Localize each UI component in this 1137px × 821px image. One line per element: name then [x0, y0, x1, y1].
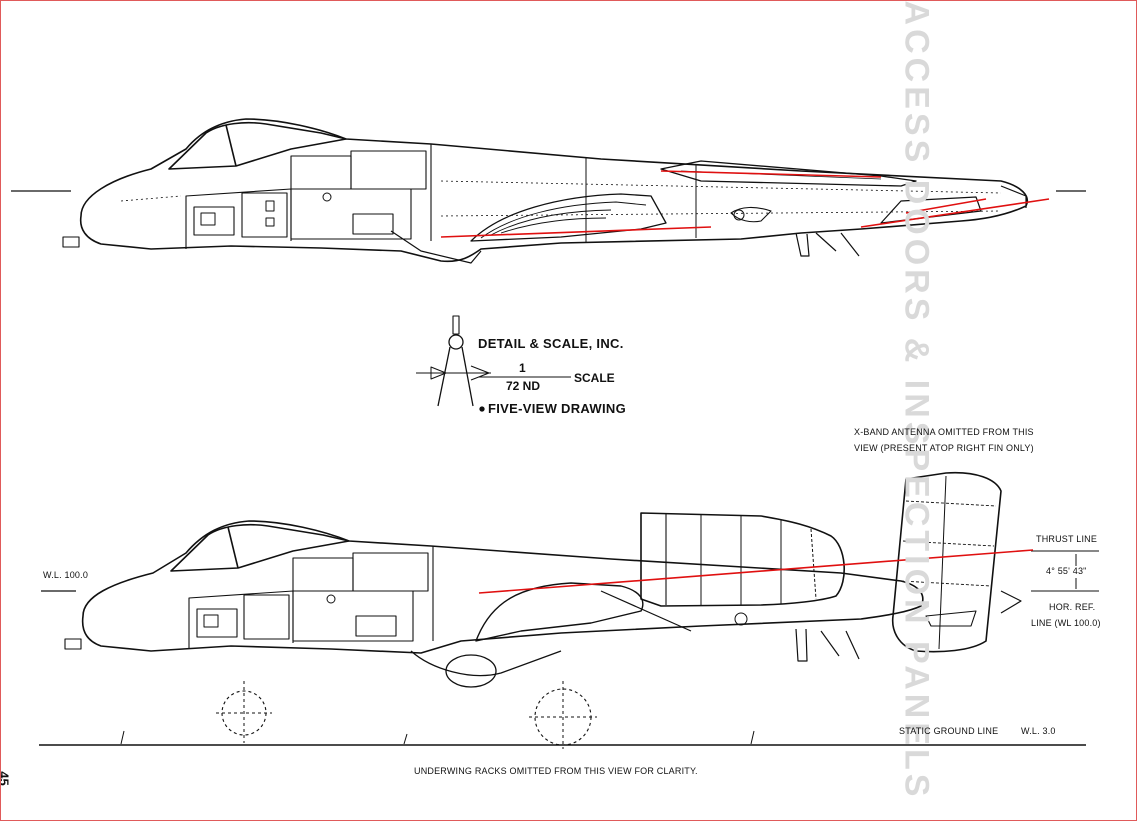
underwing-note: UNDERWING RACKS OMITTED FROM THIS VIEW F… — [414, 766, 698, 776]
bottom-profile-view — [39, 471, 1099, 749]
thrust-line-label: THRUST LINE — [1036, 534, 1098, 544]
drawing-type: FIVE-VIEW DRAWING — [488, 401, 626, 416]
scale-denominator: 72 ND — [506, 379, 541, 393]
static-ground-line-label: STATIC GROUND LINE — [899, 726, 999, 736]
wl-100-label: W.L. 100.0 — [43, 570, 89, 580]
hor-ref-label: HOR. REF. — [1049, 602, 1096, 612]
hor-ref-line-label: LINE (WL 100.0) — [1031, 618, 1101, 628]
xband-note-line2: VIEW (PRESENT ATOP RIGHT FIN ONLY) — [854, 443, 1034, 453]
page-number: 45 — [0, 771, 12, 786]
wl-3-label: W.L. 3.0 — [1021, 726, 1056, 736]
angle-label: 4° 55' 43" — [1046, 566, 1087, 576]
ghost-watermark-text: ACCESS DOORS & INSPECTION PANELS — [897, 0, 936, 801]
publisher-logo — [416, 315, 571, 412]
top-annotation-lines — [440, 170, 1050, 238]
top-profile-view — [11, 118, 1086, 264]
scale-numerator: 1 — [519, 361, 526, 375]
scale-word: SCALE — [574, 371, 615, 385]
publisher-name: DETAIL & SCALE, INC. — [478, 336, 624, 351]
xband-note: X-BAND ANTENNA OMITTED FROM THIS — [854, 427, 1034, 437]
thrust-line-annotation — [478, 549, 1034, 594]
